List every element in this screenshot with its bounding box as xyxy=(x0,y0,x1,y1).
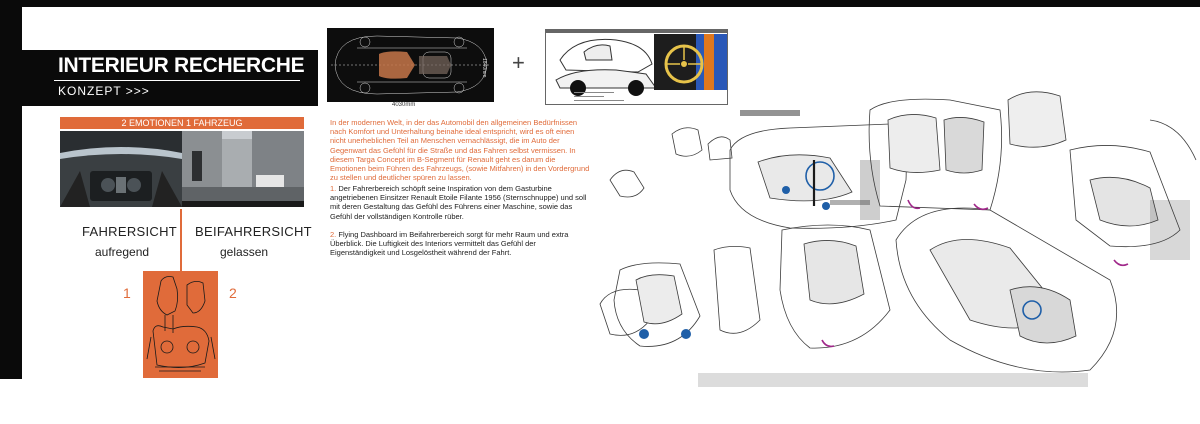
interior-sketches xyxy=(590,80,1200,390)
top-border xyxy=(0,0,1200,7)
caption-line-1 xyxy=(574,92,614,93)
passenger-view-photo xyxy=(182,131,304,207)
split-line xyxy=(180,209,182,271)
title-block: INTERIEUR RECHERCHE KONZEPT >>> xyxy=(22,50,318,106)
list-item-number: 2. xyxy=(330,229,337,239)
caption-line-2 xyxy=(574,96,604,97)
intro-paragraph: In der modernen Welt, in der das Automob… xyxy=(330,118,590,183)
passenger-view-mood: gelassen xyxy=(220,245,269,259)
plus-sign: + xyxy=(512,50,525,75)
etoile-filante-reference xyxy=(545,29,728,105)
dimension-width: 4030mm xyxy=(392,102,416,108)
list-item: 1. Der Fahrerbereich schöpft seine Inspi… xyxy=(330,184,592,221)
list-item: 2. Flying Dashboard im Beifahrerbereich … xyxy=(330,230,592,258)
marker-passenger: 2 xyxy=(229,285,237,301)
list-item-text: Der Fahrerbereich schöpft seine Inspirat… xyxy=(330,184,587,221)
technical-plan-drawing: 1840mm xyxy=(327,28,494,102)
caption-line-3 xyxy=(574,100,624,101)
interior-layout-sketch xyxy=(143,271,218,378)
list-item-text: Flying Dashboard im Beifahrerbereich sor… xyxy=(330,229,569,258)
concept-points: 1. Der Fahrerbereich schöpft seine Inspi… xyxy=(330,184,592,266)
driver-view-mood: aufregend xyxy=(95,245,150,259)
list-item-number: 1. xyxy=(330,184,337,193)
dimension-height: 1840mm xyxy=(481,58,487,78)
sketch-shadow-band xyxy=(698,373,1088,387)
page-title: INTERIEUR RECHERCHE xyxy=(58,54,305,77)
left-border xyxy=(0,7,22,379)
driver-view-label: FAHRERSICHT xyxy=(82,224,178,239)
page-subtitle: KONZEPT >>> xyxy=(58,84,150,98)
title-divider xyxy=(54,80,300,81)
passenger-view-label: BEIFAHRERSICHT xyxy=(195,224,312,239)
marker-driver: 1 xyxy=(123,285,131,301)
concept-banner: 2 EMOTIONEN 1 FAHRZEUG xyxy=(60,117,304,129)
driver-view-photo xyxy=(60,131,182,207)
